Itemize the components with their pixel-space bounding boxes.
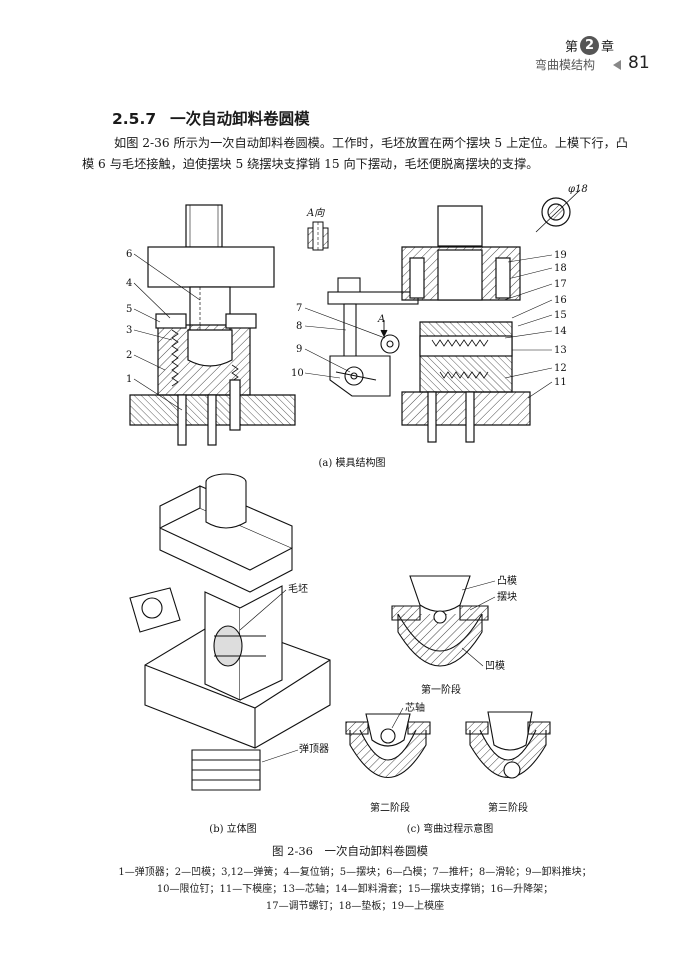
left-section-view [129,204,296,446]
callout-14: 14 [554,326,567,337]
callout-9: 9 [296,344,302,355]
leaders-b [239,589,299,763]
label-ejector: 弹顶器 [299,742,329,755]
callout-3: 3 [126,325,132,336]
leaders-c1 [461,580,496,667]
paragraph-text: 如图 2-36 所示为一次自动卸料卷圆模。工作时，毛坯放置在两个摆块 5 上定位… [82,136,628,171]
section-number: 2.5.7 [112,110,157,128]
label-die: 凹模 [485,660,505,672]
stage-3-label: 第三阶段 [488,801,528,814]
callout-7: 7 [296,303,302,314]
label-core: 芯轴 [405,701,425,714]
page-number: 81 [628,53,650,73]
callouts-mid: A向 7 8 9 10 A [291,207,385,379]
isometric-view [129,473,331,791]
callout-leaders-mid [304,307,386,379]
triangle-marker-icon [613,60,621,70]
callout-12: 12 [554,363,567,374]
legend-line-1: 1—弹顶器；2—凹模；3,12—弹簧；4—复位销；5—摆块；6—凸模；7—推杆；… [118,867,592,878]
callout-1: 1 [126,374,132,385]
callout-2: 2 [126,350,132,361]
figure-caption: 图 2-36 一次自动卸料卷圆模 [272,844,428,858]
dim-phi18: φ18 [568,184,588,195]
stage-2-label: 第二阶段 [370,801,410,814]
legend-line-3: 17—调节螺钉；18—垫板；19—上模座 [265,901,445,912]
mid-mechanism [327,277,419,397]
callout-19: 19 [554,250,567,261]
legend-line-2: 10—限位钉；11—下模座；13—芯轴；14—卸料滑套；15—摆块支撑销；16—… [156,884,554,895]
caption-c: (c) 弯曲过程示意图 [407,822,494,835]
caption-a: (a) 模具结构图 [319,456,386,469]
callout-5: 5 [126,304,132,315]
chapter-prefix: 第 [565,40,579,55]
caption-b: (b) 立体图 [209,822,256,835]
chapter-subtitle: 弯曲模结构 [535,58,596,72]
stage-3-diagram [465,711,551,779]
callout-leaders-left [133,253,201,411]
a-view-detail [307,221,329,252]
stage-2-diagram [345,713,431,779]
arrow-label-a: A [377,314,385,325]
a-view-label: A向 [306,207,325,219]
chapter-number-badge: 2 [580,36,600,55]
callout-4: 4 [126,278,132,289]
stage-1-diagram [391,575,489,667]
callout-17: 17 [554,279,567,290]
callout-16: 16 [554,295,567,306]
label-punch: 凸模 [497,575,517,587]
label-swing: 摆块 [497,590,517,603]
callout-13: 13 [554,345,567,356]
callout-11: 11 [554,377,567,388]
callout-15: 15 [554,310,567,321]
right-section-view [401,189,581,443]
leader-core [391,707,404,729]
section-title: 一次自动卸料卷圆模 [170,110,310,128]
label-blank: 毛坯 [288,583,308,595]
callouts-left: 6 4 5 3 2 1 [126,249,132,385]
chapter-suffix: 章 [601,40,615,55]
section-heading: 2.5.7 一次自动卸料卷圆模 [112,107,310,129]
callout-leaders-right [503,254,553,399]
body-paragraph: 如图 2-36 所示为一次自动卸料卷圆模。工作时，毛坯放置在两个摆块 5 上定位… [82,133,628,175]
callouts-right: φ18 19 18 17 16 15 14 13 12 11 [554,184,588,388]
stage-1-label: 第一阶段 [421,683,461,696]
callout-10: 10 [291,368,304,379]
callout-8: 8 [296,321,302,332]
callout-18: 18 [554,263,567,274]
callout-6: 6 [126,249,132,260]
